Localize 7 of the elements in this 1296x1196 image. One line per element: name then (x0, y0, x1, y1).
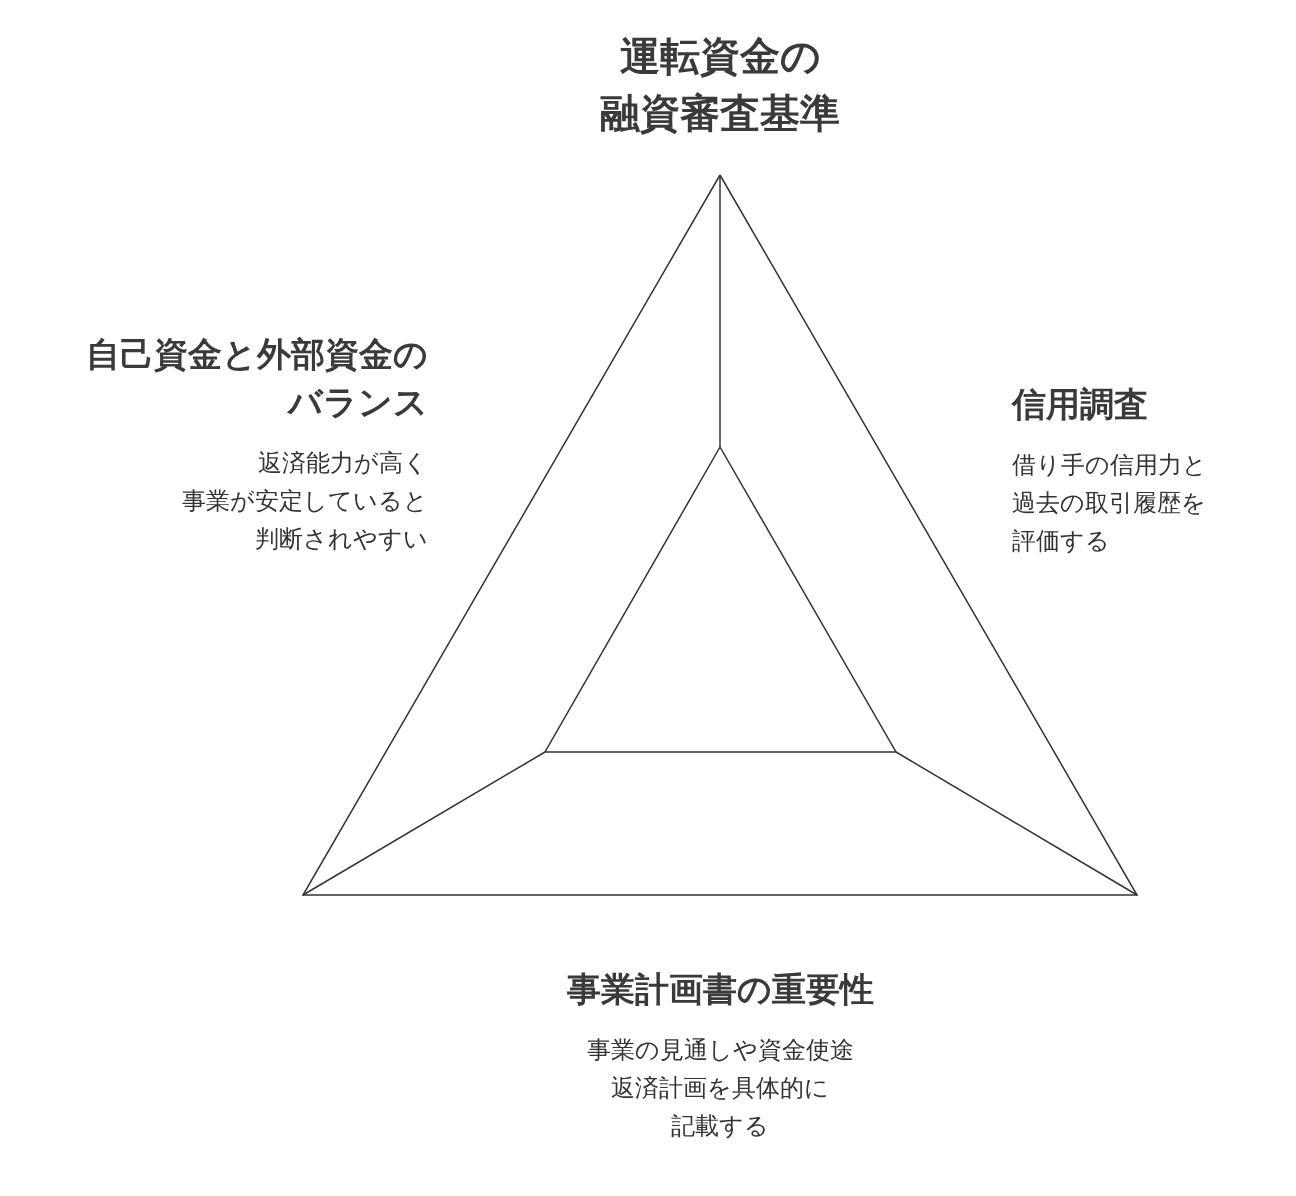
section-heading: 事業計画書の重要性 (566, 968, 874, 1011)
diagram-title: 運転資金の融資審査基準 (599, 32, 841, 138)
section-heading: 信用調査 (1012, 383, 1148, 426)
description-text: 返済能力が高く事業が安定していると判断されやすい (182, 448, 428, 555)
description-text: 借り手の信用力と過去の取引履歴を評価する (1012, 450, 1207, 557)
section-heading: 自己資金と外部資金のバランス (86, 333, 428, 424)
description-text: 事業の見通しや資金使途返済計画を具体的に記載する (586, 1035, 854, 1142)
